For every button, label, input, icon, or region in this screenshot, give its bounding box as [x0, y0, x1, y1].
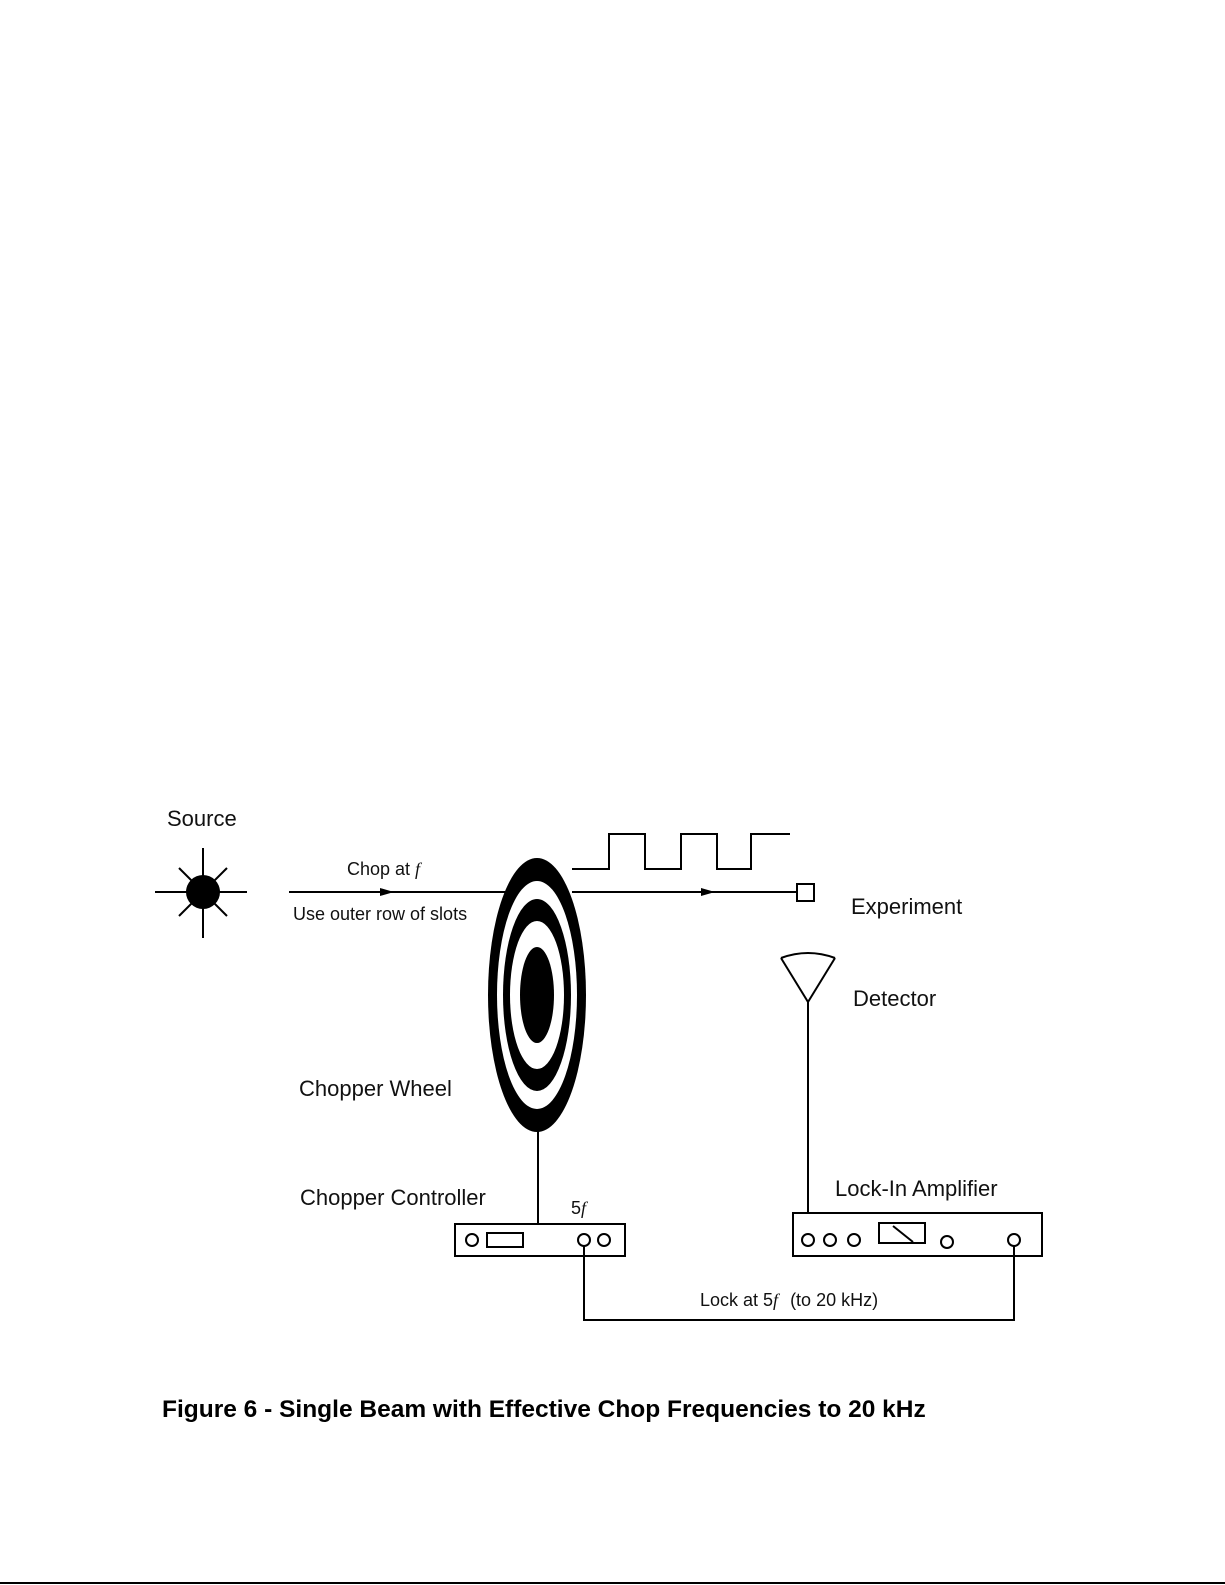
source-label: Source [167, 806, 237, 831]
chopper-controller-label: Chopper Controller [300, 1185, 486, 1210]
chopper-wheel-icon [488, 858, 586, 1132]
chopper-controller-box [455, 1224, 625, 1256]
chopper-wheel-label: Chopper Wheel [299, 1076, 452, 1101]
five-f-label: 5f [571, 1198, 589, 1218]
chopped-signal-waveform [572, 834, 790, 869]
experiment-label: Experiment [851, 894, 962, 919]
experiment-icon [797, 884, 814, 901]
detector-label: Detector [853, 986, 936, 1011]
lock-at-label: Lock at 5f(to 20 kHz) [700, 1290, 878, 1310]
use-outer-label: Use outer row of slots [293, 904, 467, 924]
lockin-amplifier-box [793, 1213, 1042, 1256]
beam-arrow-1 [380, 888, 394, 896]
beam-arrow-2 [701, 888, 715, 896]
lockin-amplifier-label: Lock-In Amplifier [835, 1176, 998, 1201]
chop-at-label: Chop at f [347, 859, 423, 879]
source-icon [155, 848, 247, 938]
page-bottom-rule [0, 1582, 1225, 1584]
detector-icon [781, 953, 835, 1002]
figure-caption: Figure 6 - Single Beam with Effective Ch… [162, 1396, 926, 1424]
